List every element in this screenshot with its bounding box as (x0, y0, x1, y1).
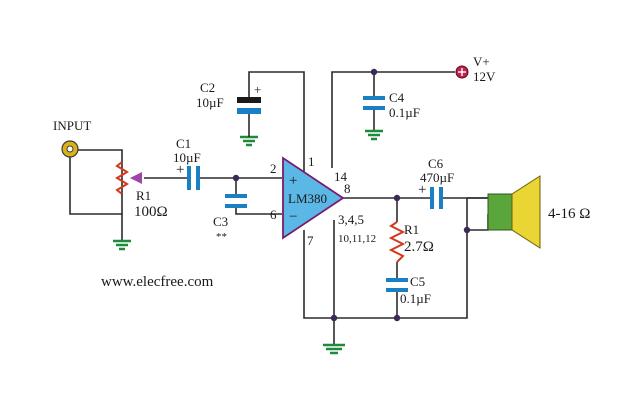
c2-plus-sign: + (254, 82, 261, 97)
pins-gnd-b-label: 10,11,12 (338, 233, 376, 245)
pin-1-label: 1 (308, 154, 315, 169)
c4-name-label: C4 (389, 90, 405, 105)
pin-6-label: 6 (270, 207, 277, 222)
capacitor-c5-icon (386, 278, 408, 292)
c6-value-label: 470µF (420, 170, 454, 185)
r1-value-label: 2.7Ω (404, 239, 434, 255)
ground-icon-main (323, 343, 345, 355)
c2-value-label: 10µF (196, 95, 224, 110)
input-label: INPUT (53, 118, 91, 133)
speaker-impedance-label: 4-16 Ω (548, 206, 590, 222)
pin-7-label: 7 (307, 233, 314, 248)
capacitor-c6-icon (430, 187, 443, 209)
pin-14-label: 14 (334, 169, 348, 184)
c4-value-label: 0.1µF (389, 105, 420, 120)
resistor-r1-icon (388, 221, 406, 263)
c2-name-label: C2 (200, 80, 215, 95)
c5-value-label: 0.1µF (400, 291, 431, 306)
capacitor-c1-icon (187, 166, 200, 190)
junctions (232, 68, 471, 322)
pot-name-label: R1 (136, 188, 151, 203)
voltage-label: 12V (473, 69, 496, 84)
c1-value-label: 10µF (173, 150, 201, 165)
c3-value-label: ** (216, 231, 227, 243)
ground-icon-input (113, 239, 131, 251)
ground-icon-c2 (240, 135, 258, 147)
input-jack-icon (61, 140, 79, 158)
pin-2-label: 2 (270, 161, 277, 176)
wires (69, 71, 489, 344)
speaker-icon (487, 175, 541, 249)
c6-name-label: C6 (428, 156, 444, 171)
lm380-amplifier-icon (282, 156, 345, 240)
ground-icon-c4 (365, 129, 383, 141)
noninv-plus-sign: + (289, 173, 297, 189)
website-watermark: www.elecfree.com (101, 274, 214, 290)
capacitor-c4-icon (363, 96, 385, 110)
vplus-label: V+ (473, 54, 490, 69)
pins-gnd-a-label: 3,4,5 (338, 212, 364, 227)
c5-name-label: C5 (410, 274, 425, 289)
c6-plus-sign: + (418, 182, 426, 198)
capacitor-c2-icon (237, 82, 261, 137)
c3-name-label: C3 (213, 214, 228, 229)
pin-8-label: 8 (344, 181, 351, 196)
capacitor-c3-icon (225, 194, 247, 208)
pot-value-label: 100Ω (134, 204, 168, 220)
potentiometer-icon (115, 161, 142, 195)
power-terminal-icon (455, 65, 469, 79)
chip-label: LM380 (288, 191, 327, 206)
inv-minus-sign: − (289, 209, 297, 225)
c1-plus-sign: + (176, 162, 184, 178)
c1-name-label: C1 (176, 136, 191, 151)
r1-name-label: R1 (404, 222, 419, 237)
